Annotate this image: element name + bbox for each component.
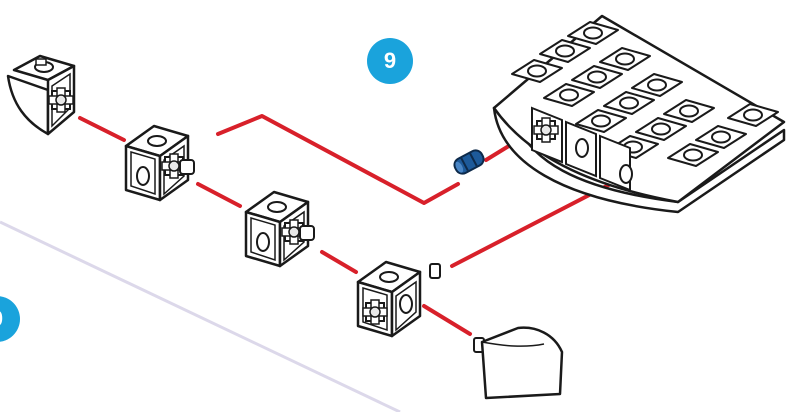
axle-pin-icon — [453, 149, 485, 175]
quarter-round-icon — [473, 326, 564, 400]
connector-cube-icon — [124, 124, 195, 202]
cube-with-pins-icon — [356, 260, 441, 338]
step-number-badge: 9 — [367, 38, 413, 84]
wedge-cube-icon — [6, 54, 76, 136]
connector-cube-icon — [244, 190, 315, 268]
base-plate-icon — [492, 14, 786, 214]
step-divider — [0, 220, 401, 412]
next-step-number-badge: 0 — [0, 296, 20, 342]
